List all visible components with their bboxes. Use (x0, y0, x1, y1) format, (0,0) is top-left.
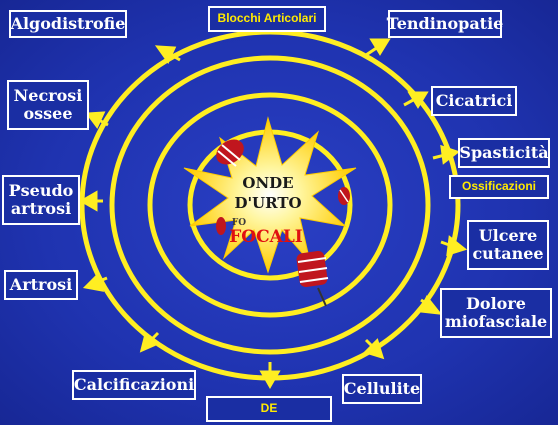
label-blocchi-articolari: Blocchi Articolari (208, 6, 326, 32)
arrow-right-upper (403, 91, 429, 109)
label-ulcere-cutanee: Ulcere cutanee (467, 220, 549, 270)
arrow-left-upper (85, 111, 109, 129)
label-artrosi: Artrosi (4, 270, 78, 300)
arrow-right-mid (432, 144, 461, 165)
arrow-bottom (259, 362, 281, 390)
center-title-line3: FOCALI (229, 227, 303, 247)
arrow-right-low (418, 295, 443, 315)
ring-3 (109, 55, 431, 355)
label-tendinopatie: Tendinopatie (387, 10, 503, 38)
arrow-left-mid (78, 190, 103, 212)
bomb-icon-small (338, 187, 350, 205)
arrow-right-lower (440, 235, 468, 257)
arrow-top-right (365, 38, 391, 57)
bomb-icon-left (216, 217, 226, 235)
center-title-line1: ONDE (242, 174, 294, 192)
label-ossificazioni: Ossificazioni (449, 175, 549, 199)
ring-2 (147, 92, 393, 318)
bomb-icon-large (296, 250, 329, 307)
arrows (78, 38, 468, 390)
label-algodistrofie: Algodistrofie (9, 10, 127, 38)
arrow-top-left (154, 45, 181, 64)
label-cicatrici: Cicatrici (431, 86, 517, 116)
label-pseudo-artrosi: Pseudo artrosi (2, 175, 80, 225)
label-cellulite: Cellulite (342, 374, 422, 404)
center-title-line2: D'URTO (234, 194, 302, 212)
arrow-left-lower (82, 272, 108, 292)
label-dolore-miofasciale: Dolore miofasciale (440, 288, 552, 338)
label-calcificazioni: Calcificazioni (72, 370, 196, 400)
arrow-bottom-right (363, 338, 385, 360)
label-de: DE (206, 396, 332, 422)
label-necrosi-ossee: Necrosi ossee (7, 80, 89, 130)
arrow-bottom-left (139, 331, 161, 353)
center-overlap-text: FO (231, 218, 247, 228)
bomb-icon (216, 139, 244, 167)
label-spasticita: Spasticità (458, 138, 550, 168)
